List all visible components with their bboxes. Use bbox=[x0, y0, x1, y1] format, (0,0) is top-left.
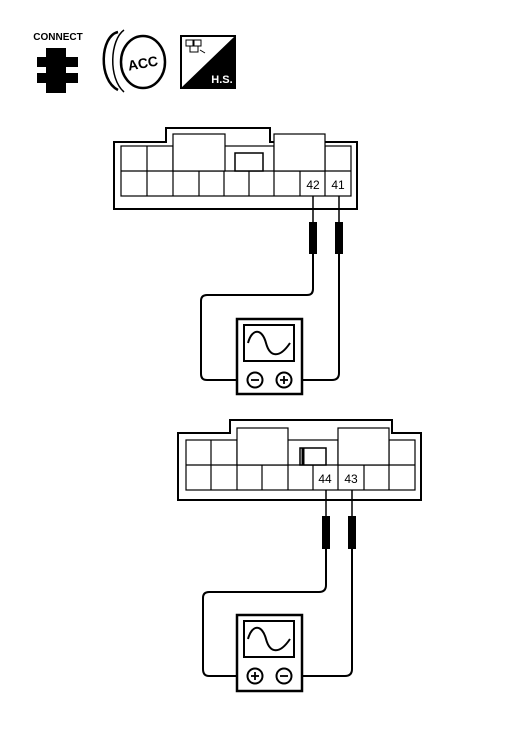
pin-44-label: 44 bbox=[318, 472, 332, 486]
acc-key-icon: ACC bbox=[102, 29, 167, 93]
connector-top: 42 41 bbox=[113, 127, 358, 210]
oscilloscope-bottom bbox=[235, 613, 304, 693]
pin-42-label: 42 bbox=[306, 178, 320, 192]
wire-bottom-positive bbox=[202, 549, 327, 677]
acc-label: ACC bbox=[126, 53, 159, 74]
connect-icon: CONNECT bbox=[33, 32, 83, 93]
plus-terminal-icon bbox=[246, 667, 264, 685]
oscilloscope-top bbox=[235, 317, 304, 396]
probe-bottom-right bbox=[348, 490, 356, 549]
probe-bottom-left bbox=[322, 490, 330, 549]
wire-bottom-negative bbox=[295, 549, 353, 677]
connect-label: CONNECT bbox=[33, 32, 82, 43]
plus-terminal-icon bbox=[275, 371, 293, 389]
pin-41-label: 41 bbox=[331, 178, 345, 192]
connector-bottom: 44 43 bbox=[177, 419, 422, 501]
probe-top-left bbox=[309, 196, 317, 254]
pin-43-label: 43 bbox=[344, 472, 358, 486]
hs-label: H.S. bbox=[211, 74, 232, 86]
wire-top-positive bbox=[294, 254, 340, 381]
minus-terminal-icon bbox=[275, 667, 293, 685]
hs-icon: H.S. bbox=[180, 35, 236, 89]
minus-terminal-icon bbox=[246, 371, 264, 389]
wire-top-negative bbox=[200, 254, 314, 381]
probe-top-right bbox=[335, 196, 343, 254]
